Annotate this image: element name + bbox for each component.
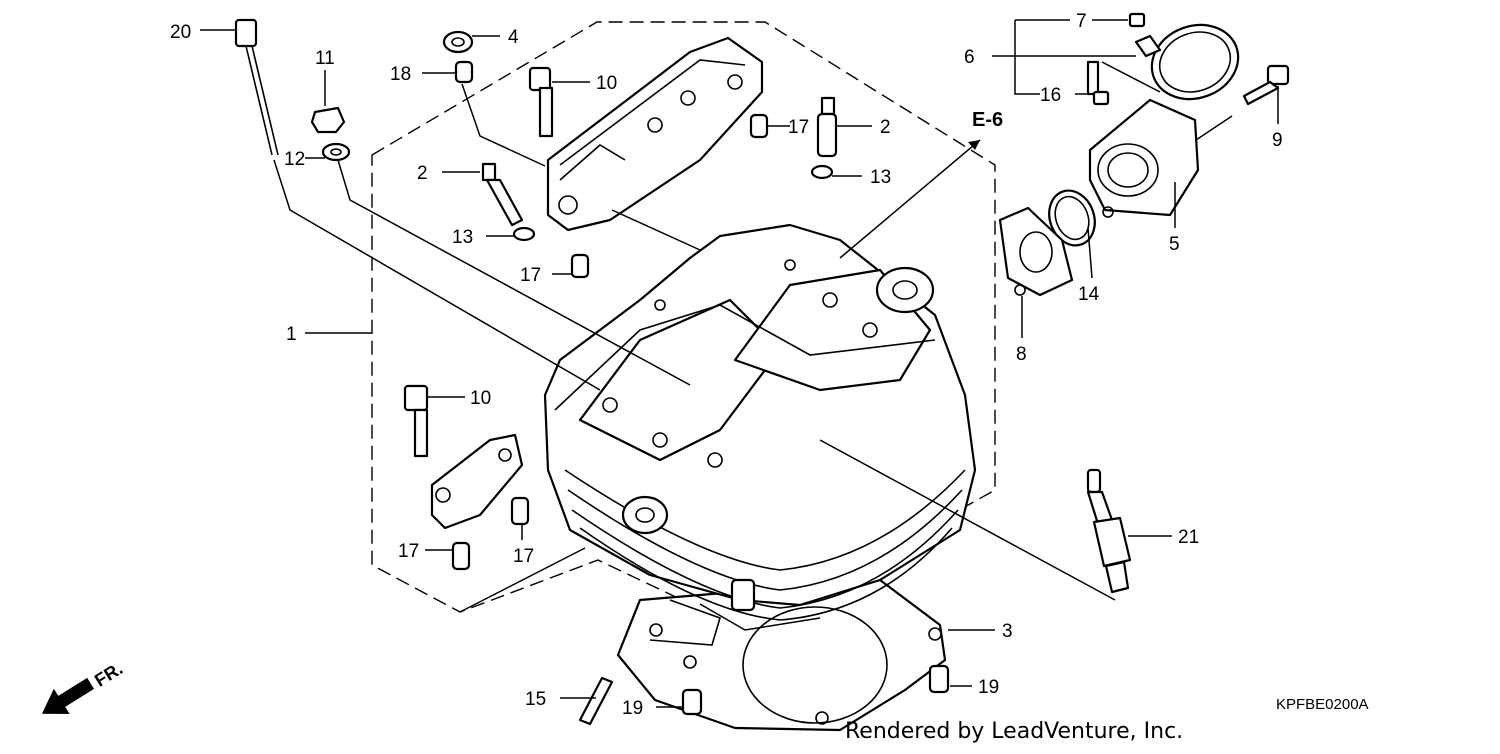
insulator-band — [1134, 23, 1240, 101]
front-arrow-icon — [41, 677, 95, 715]
callout-11: 11 — [315, 48, 335, 69]
dowel-pin-17-d — [510, 496, 530, 526]
callout-19-right: 19 — [978, 677, 999, 698]
callout-16: 16 — [1040, 85, 1061, 106]
callout-1: 1 — [286, 324, 297, 345]
screw-16 — [1086, 60, 1110, 106]
callout-20: 20 — [170, 22, 191, 43]
stud-2-upper — [816, 96, 838, 158]
callout-19-left: 19 — [622, 698, 643, 719]
dowel-pin-17-a — [749, 113, 769, 139]
dowel-pin-19-b — [928, 664, 950, 694]
o-ring-13-upper — [810, 164, 834, 180]
callout-17-upper: 17 — [788, 117, 809, 138]
callout-8: 8 — [1016, 344, 1027, 365]
front-marker: FR. — [41, 658, 126, 715]
callout-10-upper: 10 — [596, 73, 617, 94]
stud-2-lower — [481, 162, 524, 227]
callout-4: 4 — [508, 27, 519, 48]
callout-12: 12 — [284, 149, 305, 170]
callout-9: 9 — [1272, 130, 1283, 151]
callout-2-upper: 2 — [880, 117, 891, 138]
o-ring-13-lower — [512, 226, 536, 242]
callout-21: 21 — [1178, 527, 1199, 548]
cylinder-head — [543, 223, 977, 621]
callout-10-lower: 10 — [470, 388, 491, 409]
callout-18: 18 — [390, 64, 411, 85]
flange-bolt-upper — [528, 66, 554, 138]
washer-4 — [442, 30, 474, 54]
callout-15: 15 — [525, 689, 546, 710]
dowel-pin-17-b — [570, 253, 590, 279]
callout-13-upper: 13 — [870, 167, 891, 188]
front-label: FR. — [91, 658, 126, 690]
callout-5: 5 — [1169, 234, 1180, 255]
insulator-gasket-8 — [998, 206, 1074, 297]
callout-2-lower: 2 — [417, 163, 428, 184]
callout-13-lower: 13 — [452, 227, 473, 248]
o-ring-14 — [1048, 189, 1096, 247]
band-screw-7 — [1128, 12, 1146, 28]
spark-plug — [1086, 468, 1132, 594]
callout-14: 14 — [1078, 284, 1100, 305]
credit-text: Rendered by LeadVenture, Inc. — [845, 719, 1183, 744]
washer-12 — [321, 142, 351, 162]
reference-label: E-6 — [972, 109, 1003, 131]
callout-17-left: 17 — [398, 541, 419, 562]
arrow-head — [968, 140, 980, 150]
callout-6: 6 — [964, 47, 975, 68]
dowel-pin-18 — [454, 60, 474, 84]
flange-bolt-lower — [403, 384, 429, 458]
stud-bolt-15 — [578, 676, 614, 726]
long-bolt — [234, 18, 279, 156]
diagram-code: KPFBE0200A — [1276, 696, 1369, 713]
callout-17-right: 17 — [513, 546, 534, 567]
callout-17-middle: 17 — [520, 265, 541, 286]
dowel-pin-17-c — [451, 541, 471, 571]
bolt-9 — [1242, 64, 1290, 106]
insulator-5 — [1088, 98, 1200, 218]
callout-3: 3 — [1002, 621, 1013, 642]
dowel-pin-19-a — [681, 688, 703, 716]
camshaft-holder-upper — [546, 36, 764, 232]
nut — [310, 106, 346, 134]
callout-7: 7 — [1076, 11, 1087, 32]
camshaft-holder-lower — [430, 433, 524, 530]
leader-lines — [200, 19, 1279, 708]
